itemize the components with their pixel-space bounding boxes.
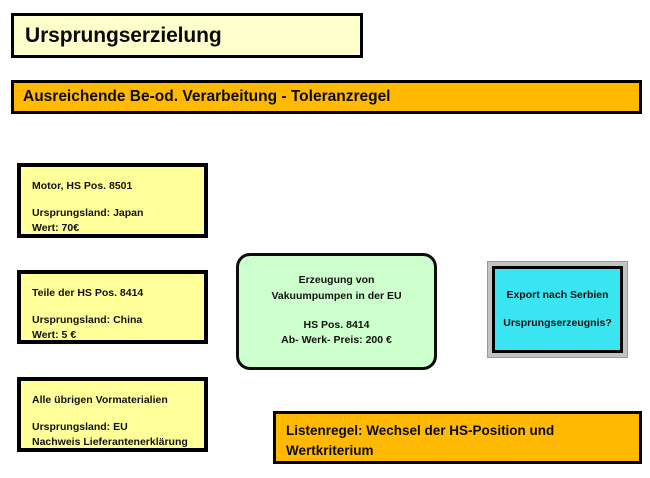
material-value: Wert: 5 € — [32, 328, 77, 341]
material-value: Nachweis Lieferantenerklärung — [32, 435, 188, 448]
slide-banner-text: Ausreichende Be-od. Verarbeitung - Toler… — [23, 88, 391, 106]
material-heading: Teile der HS Pos. 8414 — [32, 287, 144, 299]
spacer — [32, 194, 204, 206]
list-rule-line-2: Wertkriterium — [286, 442, 374, 458]
list-rule-line-1: Listenregel: Wechsel der HS-Position und — [286, 423, 555, 438]
production-box: Erzeugung von Vakuumpumpen in der EU HS … — [236, 253, 437, 370]
material-value: Wert: 70€ — [32, 221, 80, 234]
export-box-frame: Export nach Serbien Ursprungserzeugnis? — [487, 261, 628, 358]
list-rule-box: Listenregel: Wechsel der HS-Position und… — [273, 411, 642, 464]
export-destination: Export nach Serbien — [506, 289, 609, 302]
material-box-other: Alle übrigen Vormaterialien Ursprungslan… — [17, 377, 208, 452]
slide-banner-box: Ausreichende Be-od. Verarbeitung - Toler… — [11, 80, 642, 114]
material-origin: Ursprungsland: EU — [32, 420, 128, 433]
spacer — [32, 408, 204, 420]
material-heading: Alle übrigen Vormaterialien — [32, 394, 168, 406]
export-box: Export nach Serbien Ursprungserzeugnis? — [492, 266, 623, 353]
production-line-1: Erzeugung von — [298, 274, 375, 286]
material-heading: Motor, HS Pos. 8501 — [32, 180, 133, 192]
material-origin: Ursprungsland: Japan — [32, 206, 144, 219]
production-line-2: Vakuumpumpen in der EU — [271, 289, 402, 302]
material-origin: Ursprungsland: China — [32, 313, 143, 326]
spacer — [32, 301, 204, 313]
slide-title-text: Ursprungserzielung — [25, 23, 222, 47]
production-hs-position: HS Pos. 8414 — [303, 318, 370, 331]
production-ex-works-price: Ab- Werk- Preis: 200 € — [281, 334, 392, 347]
material-box-parts: Teile der HS Pos. 8414 Ursprungsland: Ch… — [17, 270, 208, 344]
slide-title-box: Ursprungserzielung — [11, 13, 363, 58]
export-question: Ursprungserzeugnis? — [503, 317, 612, 329]
material-box-motor: Motor, HS Pos. 8501 Ursprungsland: Japan… — [17, 163, 208, 238]
